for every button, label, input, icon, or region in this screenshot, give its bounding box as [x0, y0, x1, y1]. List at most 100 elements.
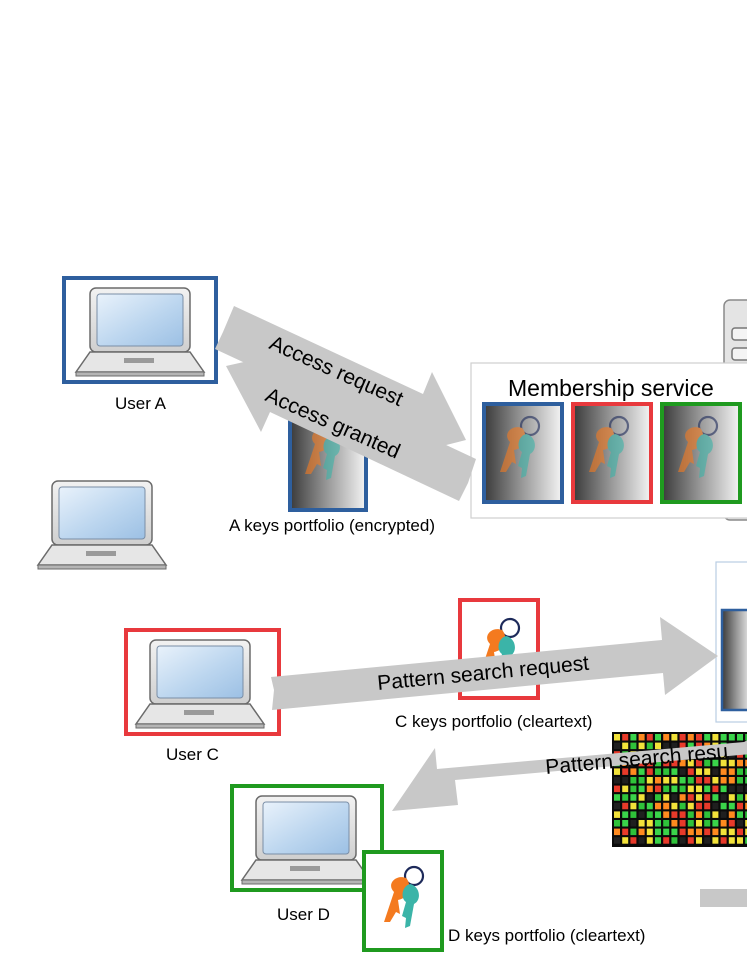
dna-band: [655, 820, 661, 827]
dna-band: [622, 802, 629, 810]
dna-band: [712, 811, 719, 818]
dna-band: [687, 802, 694, 810]
dna-band: [712, 794, 719, 801]
dna-band: [671, 768, 678, 775]
dna-band: [704, 828, 711, 836]
dna-band: [630, 734, 637, 741]
dna-band: [704, 768, 711, 775]
dna-band: [728, 777, 735, 784]
dna-band: [622, 837, 629, 844]
dna-band: [622, 768, 629, 775]
dna-band: [704, 734, 711, 741]
dna-band: [646, 820, 653, 827]
dna-band: [663, 785, 670, 793]
dna-band: [737, 802, 743, 810]
dna-band: [696, 742, 702, 750]
dna-band: [745, 785, 747, 793]
dna-band: [671, 794, 678, 801]
laptop-icon[interactable]: [135, 639, 265, 729]
dna-band: [679, 837, 686, 844]
dna-band: [614, 794, 620, 801]
dna-band: [630, 802, 637, 810]
dna-band: [655, 759, 661, 767]
dna-band: [663, 820, 670, 827]
dna-band: [655, 768, 661, 775]
dna-band: [687, 742, 694, 750]
dna-band: [655, 785, 661, 793]
laptop-icon[interactable]: [241, 795, 371, 885]
dna-band: [638, 777, 645, 784]
portfolio-green: [660, 402, 742, 504]
dna-band: [745, 768, 747, 775]
dna-band: [712, 777, 719, 784]
dna-band: [679, 820, 686, 827]
dna-band: [622, 828, 629, 836]
dna-band: [655, 837, 661, 844]
laptop-icon[interactable]: [37, 480, 167, 570]
dna-band: [655, 828, 661, 836]
dna-band: [696, 802, 702, 810]
dna-band: [745, 811, 747, 818]
dna-band: [671, 785, 678, 793]
dna-band: [630, 777, 637, 784]
dna-band: [696, 820, 702, 827]
user-c-label: User C: [166, 745, 219, 764]
dna-band: [745, 777, 747, 784]
dna-band: [720, 811, 727, 818]
laptop-icon[interactable]: [75, 287, 205, 377]
dna-band: [737, 828, 743, 836]
dna-band: [638, 734, 645, 741]
dna-band: [687, 734, 694, 741]
dna-band: [745, 837, 747, 844]
dna-band: [622, 820, 629, 827]
dna-band: [646, 811, 653, 818]
dna-band: [663, 777, 670, 784]
dna-band: [696, 759, 702, 767]
dna-band: [728, 828, 735, 836]
dna-band: [728, 734, 735, 741]
dna-band: [663, 759, 670, 767]
dna-band: [671, 828, 678, 836]
dna-band: [745, 751, 747, 758]
dna-band: [696, 768, 702, 775]
dna-band: [720, 837, 727, 844]
dna-band: [614, 785, 620, 793]
dna-band: [704, 794, 711, 801]
dna-band: [712, 837, 719, 844]
dna-band: [614, 777, 620, 784]
dna-band: [737, 759, 743, 767]
dna-band: [737, 820, 743, 827]
dna-band: [728, 759, 735, 767]
dna-band: [737, 811, 743, 818]
dna-band: [737, 785, 743, 793]
dna-band: [679, 802, 686, 810]
d-keys-portfolio: [362, 850, 444, 952]
dna-band: [720, 734, 727, 741]
dna-band: [728, 794, 735, 801]
dna-band: [638, 785, 645, 793]
dna-band: [712, 734, 719, 741]
dna-band: [745, 820, 747, 827]
dna-band: [687, 811, 694, 818]
dna-band: [728, 820, 735, 827]
dna-band: [630, 794, 637, 801]
portfolio-red: [571, 402, 653, 504]
dna-band: [646, 777, 653, 784]
dna-band: [663, 768, 670, 775]
dna-band: [614, 768, 620, 775]
analysis-portfolio: [720, 608, 747, 712]
d-portfolio-label: D keys portfolio (cleartext): [448, 926, 646, 945]
dna-band: [655, 802, 661, 810]
dna-band: [622, 742, 629, 750]
dna-band: [663, 811, 670, 818]
dna-band: [696, 811, 702, 818]
dna-band: [671, 811, 678, 818]
user-a-label: User A: [115, 394, 167, 413]
dna-band: [687, 837, 694, 844]
dna-band: [704, 802, 711, 810]
dna-band: [638, 811, 645, 818]
dna-band: [745, 828, 747, 836]
dna-band: [679, 811, 686, 818]
dna-band: [655, 734, 661, 741]
dna-band: [630, 828, 637, 836]
